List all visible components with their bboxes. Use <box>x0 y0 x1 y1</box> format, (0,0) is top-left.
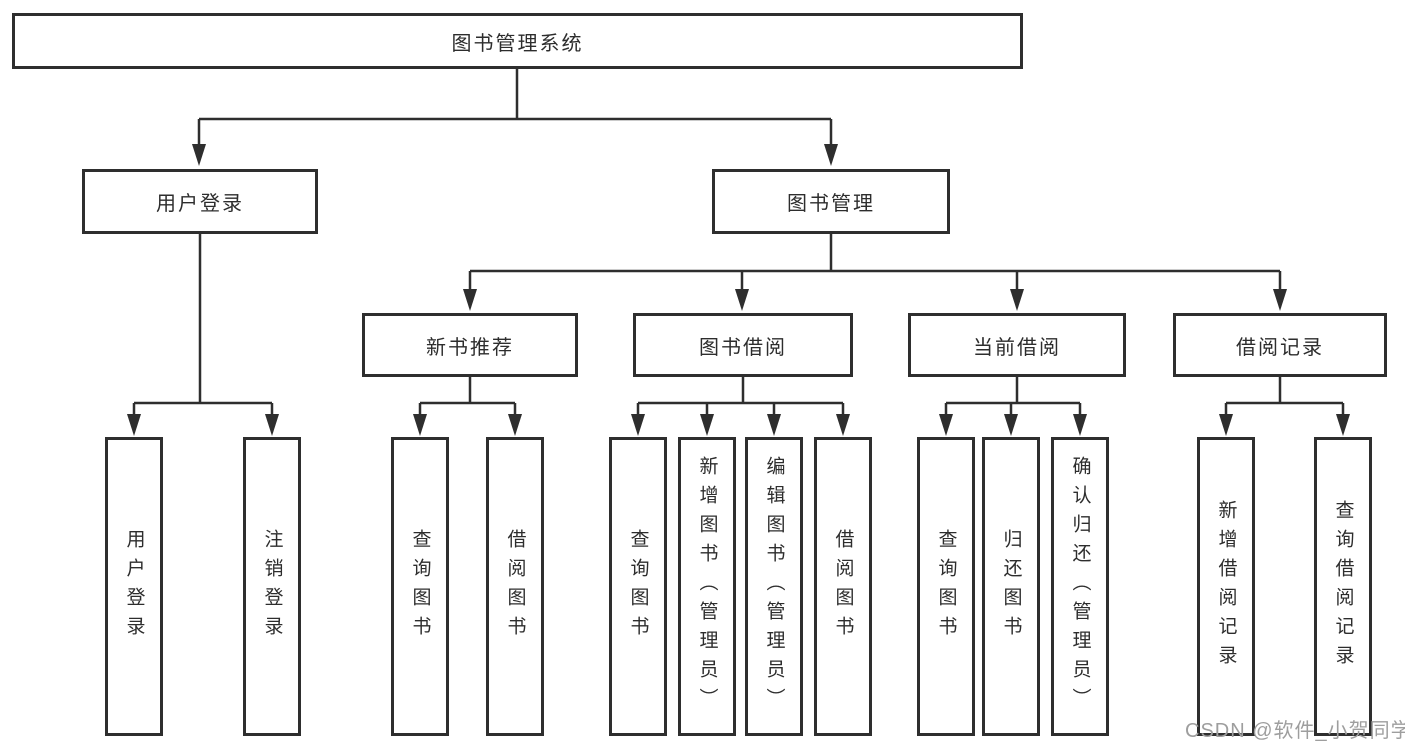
node-borrow-query-books: 查询图书 <box>609 437 667 736</box>
node-current-borrowing: 当前借阅 <box>908 313 1126 377</box>
node-new-book-recommend: 新书推荐 <box>362 313 578 377</box>
node-user-login: 用户登录 <box>82 169 318 234</box>
node-book-borrowing: 图书借阅 <box>633 313 853 377</box>
node-current-confirm-return-admin: 确认归还（管理员） <box>1051 437 1109 736</box>
node-library-system: 图书管理系统 <box>12 13 1023 69</box>
node-borrow-add-books-admin: 新增图书（管理员） <box>678 437 736 736</box>
node-borrowing-records: 借阅记录 <box>1173 313 1387 377</box>
node-book-management: 图书管理 <box>712 169 950 234</box>
node-borrow-edit-books-admin: 编辑图书（管理员） <box>745 437 803 736</box>
node-borrow-borrow-books: 借阅图书 <box>814 437 872 736</box>
watermark: CSDN @软件_小贺同学 <box>1185 720 1405 742</box>
node-current-return-books: 归还图书 <box>982 437 1040 736</box>
node-current-query-books: 查询图书 <box>917 437 975 736</box>
arrowheads <box>127 144 1350 436</box>
node-records-query-record: 查询借阅记录 <box>1314 437 1372 736</box>
node-newrec-query-books: 查询图书 <box>391 437 449 736</box>
node-logout: 注销登录 <box>243 437 301 736</box>
node-login: 用户登录 <box>105 437 163 736</box>
node-records-add-record: 新增借阅记录 <box>1197 437 1255 736</box>
node-newrec-borrow-books: 借阅图书 <box>486 437 544 736</box>
